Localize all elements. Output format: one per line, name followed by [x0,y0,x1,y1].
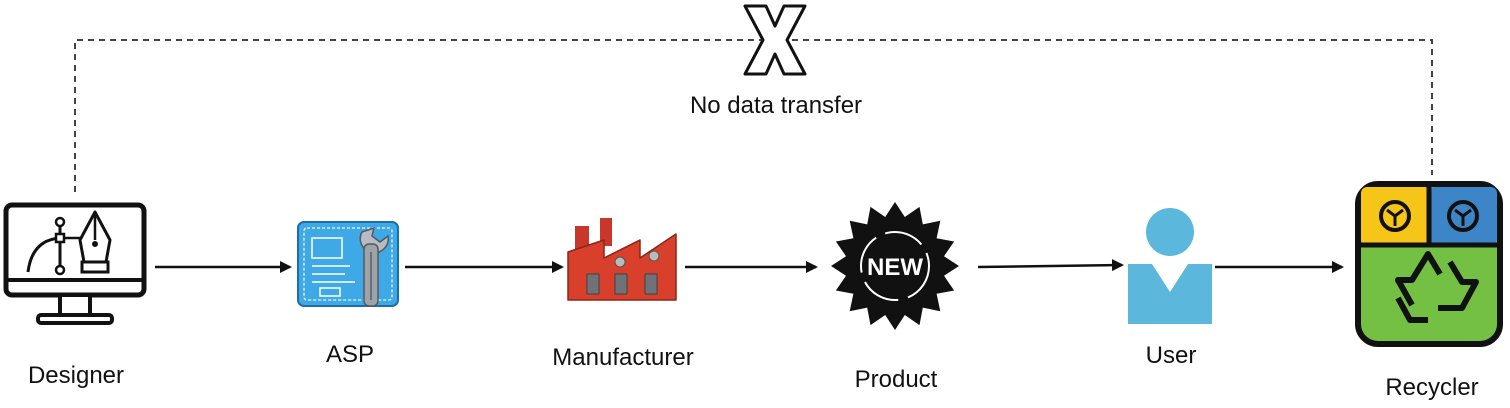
node-label-user: User [1145,342,1197,369]
node-label-designer: Designer [27,362,125,389]
new-badge-icon: NEW [831,202,959,330]
designer-monitor-icon [3,202,147,325]
user-icon [1128,208,1212,324]
flow-arrows [155,259,1344,273]
recycle-bin-icon [1355,181,1503,347]
node-label-asp: ASP [325,341,375,368]
node-label-manufacturer: Manufacturer [552,344,694,371]
blueprint-wrench-icon [297,221,399,307]
x-cross-icon [743,4,807,76]
new-badge-text: NEW [867,254,923,281]
no-data-transfer-label: No data transfer [689,92,863,119]
arrow-product-to-user [977,259,1124,272]
no-data-transfer-path [74,39,1433,192]
node-label-recycler: Recycler [1385,374,1479,401]
node-label-product: Product [854,366,938,393]
factory-icon [567,218,677,301]
